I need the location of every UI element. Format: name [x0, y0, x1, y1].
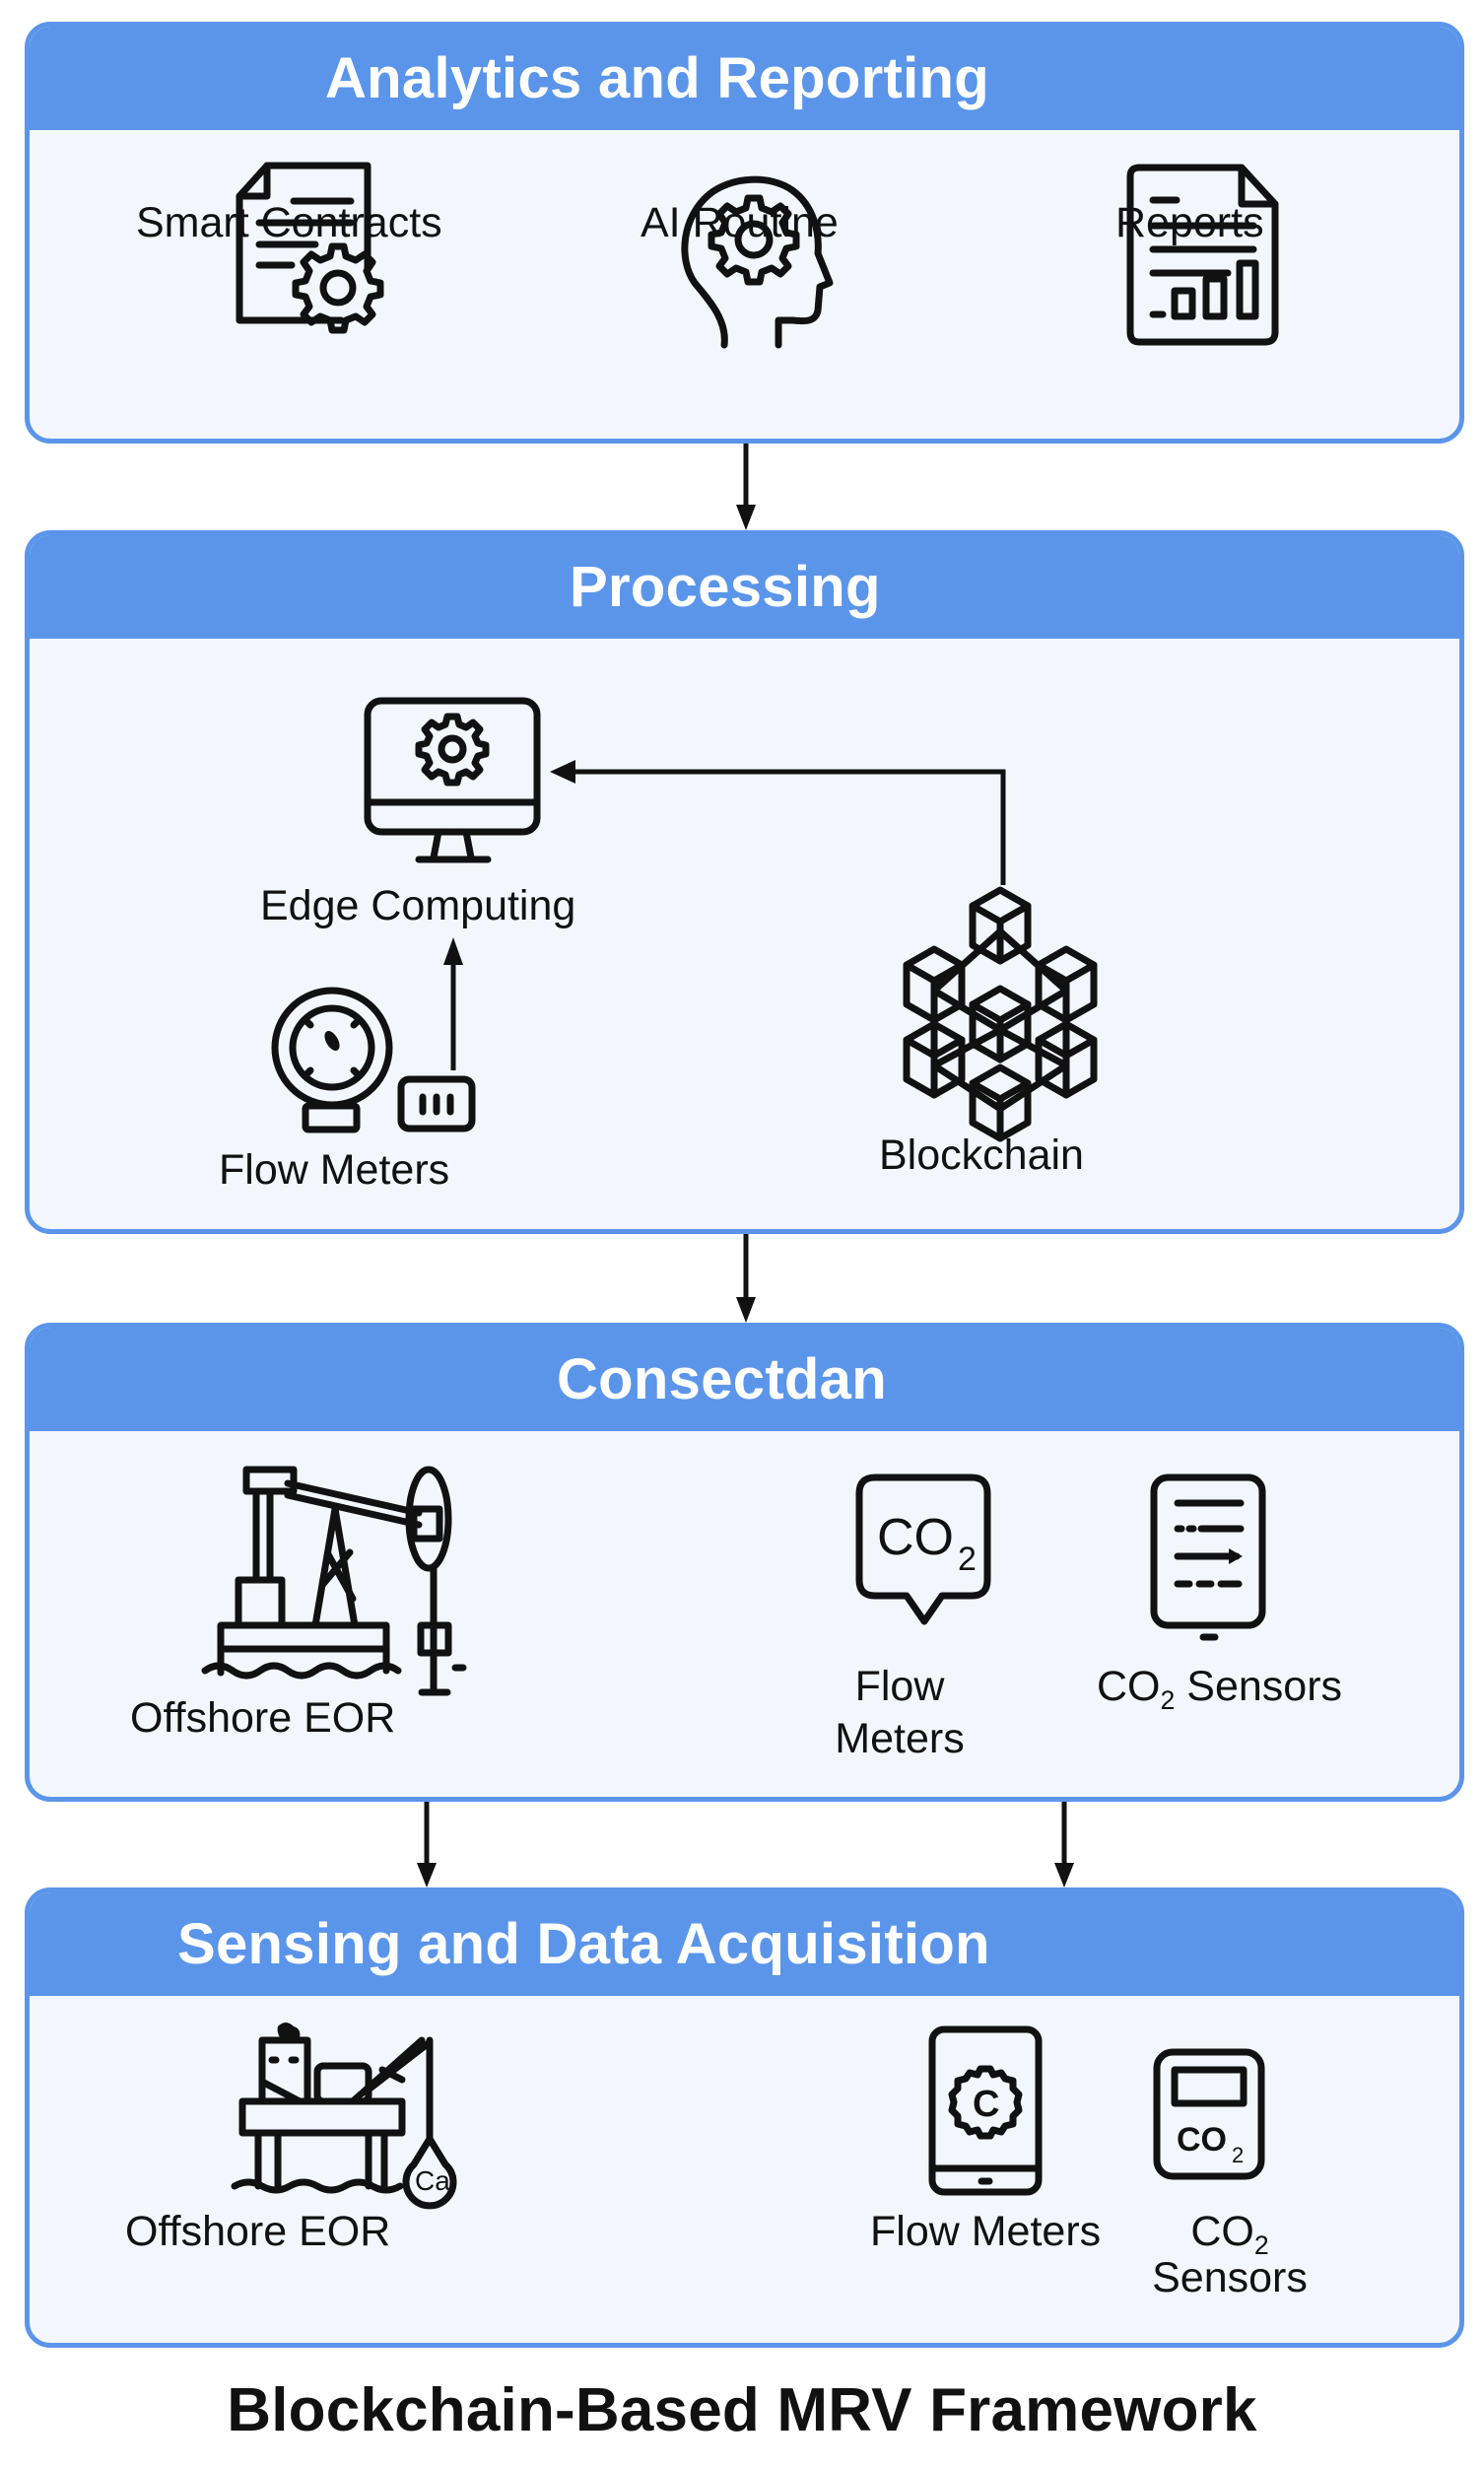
co2-text: CO	[877, 1509, 954, 1566]
report-chart-icon	[1126, 164, 1279, 346]
blockchain-link	[996, 1062, 1070, 1113]
c-text: C	[973, 2084, 999, 2125]
label-line-2: Sensors	[1152, 2254, 1308, 2302]
item-label-offshore-eor: Offshore EOR	[130, 1694, 396, 1742]
item-label-flow-meters: Flow Meters	[826, 1663, 974, 1764]
blockchain-link	[930, 1062, 1004, 1113]
label-line-1: Flow	[854, 1663, 945, 1710]
item-label-flow-meters: Flow Meters	[870, 2208, 1102, 2255]
arrow-consectdan-to-sensing-right	[1054, 1802, 1074, 1887]
layer-sensing-and-data-acquisition: Sensing and Data Acquisition Ca Offshore…	[25, 1887, 1464, 2348]
label-subscript: 2	[1160, 1685, 1176, 1716]
monitor-gear-icon	[364, 697, 541, 863]
blockchain-link	[930, 987, 1004, 1034]
item-label-edge-computing: Edge Computing	[260, 882, 576, 929]
sensor-panel-icon	[1150, 1474, 1266, 1641]
blockchain-cube	[969, 1063, 1032, 1142]
blockchain-cube	[969, 886, 1032, 965]
blockchain-cube	[1035, 945, 1098, 1024]
label-line-1: CO2	[1131, 2208, 1328, 2260]
arrow-flow-meters-to-edge-computing	[443, 937, 463, 1070]
blockchain-cube	[1035, 1020, 1098, 1099]
flow-meter-gauge-icon	[271, 987, 476, 1133]
layer-consectdan: Consectdan Offshore EOR CO 2 Flow Meters	[25, 1323, 1464, 1802]
blockchain-cubes-icon	[903, 886, 1098, 1142]
pump-jack-icon	[201, 1466, 467, 1696]
label-line-2: Meters	[835, 1715, 965, 1763]
blockchain-link	[996, 927, 1070, 994]
blockchain-link	[996, 987, 1070, 1034]
document-gear-icon	[236, 162, 384, 334]
blockchain-cube	[903, 945, 966, 1024]
diagram-title: Blockchain-Based MRV Framework	[227, 2376, 1257, 2444]
arrow-blockchain-to-edge-computing	[550, 760, 1006, 885]
layer-title: Analytics and Reporting	[325, 46, 989, 110]
layer-title: Sensing and Data Acquisition	[177, 1912, 990, 1976]
arrow-consectdan-to-sensing-left	[417, 1802, 437, 1887]
blockchain-link	[996, 1026, 1070, 1069]
ca-text: Ca	[415, 2165, 450, 2196]
item-label-reports: Reports	[1115, 199, 1264, 246]
item-label-blockchain: Blockchain	[879, 1132, 1084, 1179]
co2-text: CO	[1177, 2121, 1227, 2159]
label-prefix: CO	[1097, 1663, 1161, 1710]
co2-subscript: 2	[1232, 2143, 1244, 2167]
layer-header: Processing	[30, 535, 1459, 639]
layer-header: Analytics and Reporting	[30, 27, 1459, 130]
layer-analytics-and-reporting: Analytics and Reporting Smart Contracts …	[25, 22, 1464, 444]
co2-bubble-icon: CO 2	[855, 1474, 991, 1625]
layer-processing: Processing Edge Computing Flow Meters Bl…	[25, 530, 1464, 1234]
blockchain-cube	[969, 985, 1032, 1063]
label-suffix: Sensors	[1175, 1663, 1343, 1710]
co2-meter-icon: CO 2	[1153, 2048, 1265, 2180]
co2-subscript: 2	[958, 1541, 977, 1578]
label-prefix: CO	[1190, 2208, 1254, 2255]
item-label-smart-contracts: Smart Contracts	[136, 199, 442, 246]
tablet-gear-icon: C	[928, 2025, 1043, 2196]
item-label-co2-sensors: CO2 Sensors	[1097, 1663, 1343, 1715]
item-label-flow-meters: Flow Meters	[219, 1146, 450, 1194]
layer-title: Processing	[570, 555, 881, 619]
label-subscript: 2	[1253, 2230, 1269, 2261]
layer-header: Sensing and Data Acquisition	[30, 1892, 1459, 1996]
offshore-rig-icon: Ca	[231, 2023, 457, 2210]
blockchain-cube	[903, 1020, 966, 1099]
arrow-analytics-to-processing	[736, 444, 756, 530]
arrow-processing-to-consectdan	[736, 1234, 756, 1323]
item-label-offshore-eor: Offshore EOR	[125, 2208, 391, 2255]
item-label-co2-sensors: CO2 Sensors	[1131, 2208, 1328, 2303]
head-gear-icon	[681, 175, 834, 349]
layer-title: Consectdan	[557, 1347, 887, 1411]
blockchain-link	[930, 927, 1004, 994]
item-label-ai-routine: AI Routine	[641, 199, 839, 246]
blockchain-link	[930, 1026, 1004, 1069]
layer-header: Consectdan	[30, 1328, 1459, 1431]
